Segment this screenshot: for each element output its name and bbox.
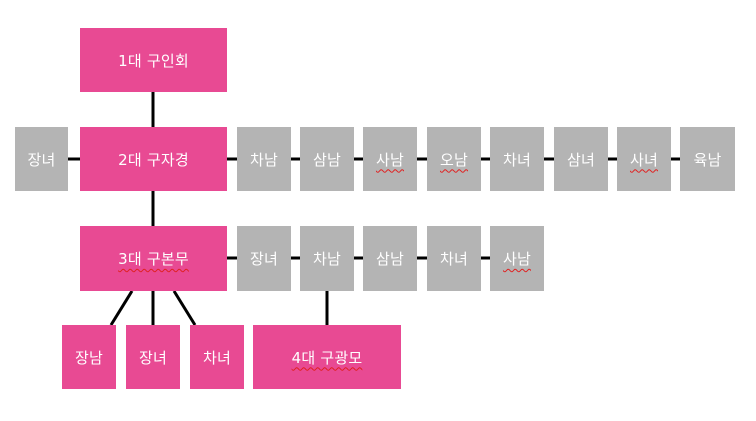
node-gen2: 2대 구자경 [80,127,227,191]
node-gen3-sibling: 사남 [490,226,544,291]
node-gen2-sibling: 차녀 [490,127,544,191]
node-gen2-left-sibling: 장녀 [15,127,68,191]
node-gen2-sibling: 사녀 [617,127,671,191]
node-gen3-child: 차녀 [190,325,244,389]
connector-child-3 [172,290,197,326]
node-gen3-child: 장녀 [126,325,180,389]
node-gen2-sibling: 삼남 [300,127,354,191]
node-gen3-sibling: 삼남 [363,226,417,291]
node-gen2-sibling: 육남 [680,127,735,191]
node-gen2-sibling-label: 사남 [375,150,404,169]
node-gen4: 4대 구광모 [253,325,401,389]
node-gen3-sibling: 차녀 [427,226,481,291]
node-gen2-sibling-label: 오남 [439,150,468,169]
node-gen4-label: 4대 구광모 [291,348,363,367]
node-gen2-sibling: 오남 [427,127,481,191]
connector-child-1 [109,290,134,326]
node-gen2-sibling-label: 사녀 [629,150,658,169]
node-gen2-sibling: 삼녀 [554,127,608,191]
node-gen2-sibling: 사남 [363,127,417,191]
node-gen3-child: 장남 [62,325,116,389]
node-gen1: 1대 구인회 [80,28,227,92]
node-gen2-sibling: 차남 [237,127,291,191]
node-gen3-sibling: 차남 [300,226,354,291]
node-gen3-sibling-label: 사남 [502,250,531,268]
node-gen3: 3대 구본무 [80,226,227,291]
node-gen3-sibling: 장녀 [237,226,291,291]
node-gen3-label: 3대 구본무 [118,250,189,268]
